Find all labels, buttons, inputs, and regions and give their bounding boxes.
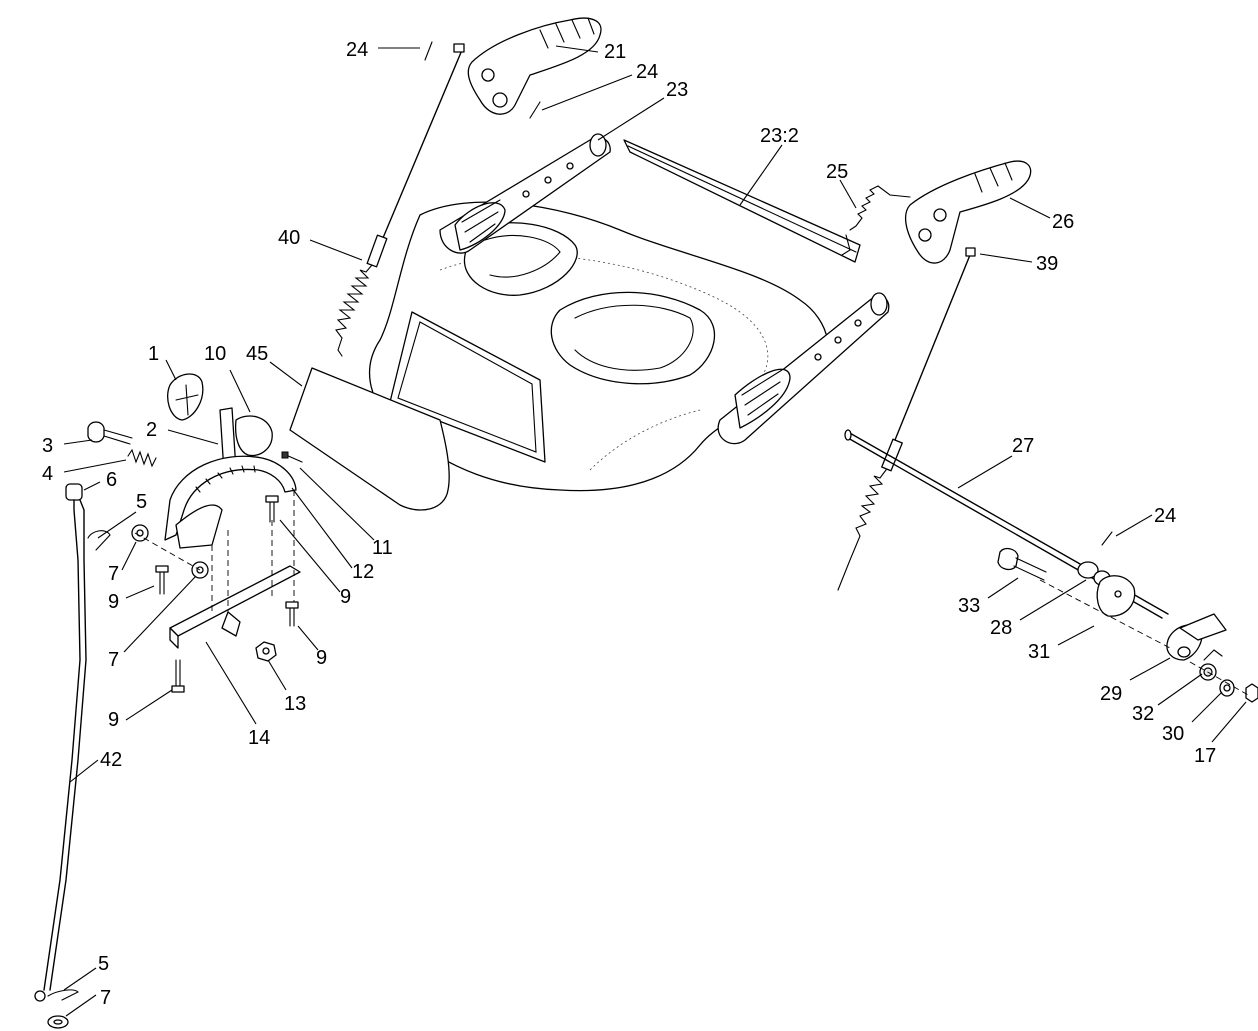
callout-9b: 9: [340, 586, 351, 608]
cross-rod-assembly: [844, 429, 1258, 703]
right-grip: [904, 160, 1032, 264]
callout-7a: 7: [108, 563, 119, 585]
callout-28: 28: [990, 617, 1012, 639]
shift-assembly: [34, 373, 303, 1029]
callout-2: 2: [146, 419, 157, 441]
callout-12: 12: [352, 561, 374, 583]
callout-11: 11: [372, 537, 393, 559]
callout-7c: 7: [100, 987, 111, 1009]
callout-25: 25: [826, 161, 848, 183]
leader-lines: [63, 45, 1247, 1017]
spring-25: [841, 185, 911, 256]
callout-23-2: 23:2: [760, 125, 799, 147]
callout-5a: 5: [136, 491, 147, 513]
callout-6: 6: [106, 469, 117, 491]
callout-1: 1: [148, 343, 159, 365]
callout-31: 31: [1028, 641, 1050, 663]
callout-3: 3: [42, 435, 53, 457]
dash-panel: [368, 201, 829, 492]
callout-21: 21: [604, 41, 626, 63]
callout-40: 40: [278, 227, 300, 249]
right-handle-tube: [717, 292, 890, 445]
pins-24: [424, 41, 976, 257]
callout-9c: 9: [316, 647, 327, 669]
callout-24b: 24: [636, 61, 658, 83]
callout-7b: 7: [108, 649, 119, 671]
callout-30: 30: [1162, 723, 1184, 745]
callout-labels: 24 21 24 23 23:2 25 26 39 40 1 10 45 2 3…: [42, 39, 1216, 1009]
callout-39: 39: [1036, 253, 1058, 275]
callout-24a: 24: [346, 39, 368, 61]
callout-17: 17: [1194, 745, 1216, 767]
callout-33: 33: [958, 595, 980, 617]
callout-29: 29: [1100, 683, 1122, 705]
callout-24c: 24: [1154, 505, 1176, 527]
callout-9d: 9: [108, 709, 119, 731]
callout-9a: 9: [108, 591, 119, 613]
callout-23: 23: [666, 79, 688, 101]
callout-14: 14: [248, 727, 270, 749]
callout-45: 45: [246, 343, 268, 365]
callout-26: 26: [1052, 211, 1074, 233]
callout-13: 13: [284, 693, 306, 715]
callout-4: 4: [42, 463, 53, 485]
left-grip: [467, 17, 602, 115]
callout-5b: 5: [98, 953, 109, 975]
callout-27: 27: [1012, 435, 1034, 457]
decal-panel: [289, 367, 450, 511]
callout-42: 42: [100, 749, 122, 771]
left-handle-tube: [439, 133, 611, 254]
wedge-bar: [623, 139, 861, 263]
left-cable-40: [335, 49, 463, 357]
callout-32: 32: [1132, 703, 1154, 725]
callout-10: 10: [204, 343, 226, 365]
right-cable-39: [837, 254, 971, 591]
